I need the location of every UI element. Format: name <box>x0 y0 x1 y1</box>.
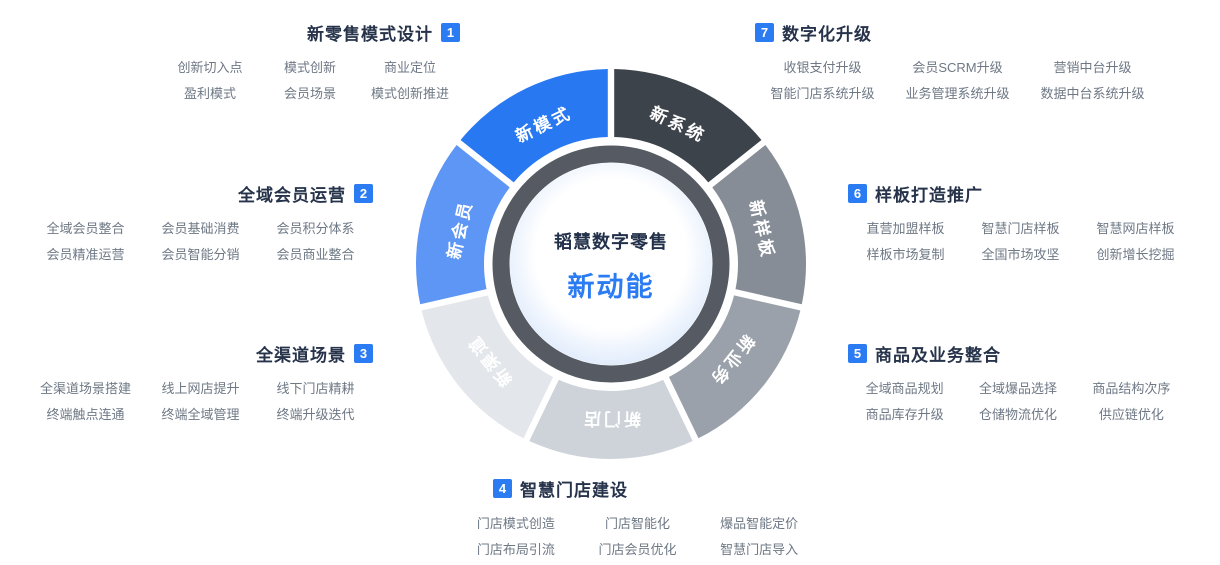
section-item: 模式创新推进 <box>370 86 449 101</box>
section-item: 会员SCRM升级 <box>912 60 1003 75</box>
section-header: 全渠道场景 3 <box>28 343 373 365</box>
center-ring <box>492 145 730 383</box>
section-header: 7 数字化升级 <box>755 22 1160 44</box>
section-number-badge: 2 <box>354 183 373 203</box>
section-item: 门店布局引流 <box>476 542 555 557</box>
section-4-smart-store-construction: 4 智慧门店建设 门店模式创造 门店智能化 爆品智能定价 门店布局引流 门店会员… <box>455 478 820 562</box>
wheel-segment-label: 新门店 <box>581 409 641 429</box>
center-subtitle: 新动能 <box>568 271 655 302</box>
section-item: 终端全域管理 <box>161 407 240 422</box>
section-item: 会员智能分销 <box>161 247 240 262</box>
section-title: 商品及业务整合 <box>875 345 1001 365</box>
center-circle <box>510 163 712 365</box>
section-title: 智慧门店建设 <box>520 480 628 500</box>
section-items: 创新切入点 模式创新 商业定位 盈利模式 会员场景 模式创新推进 <box>160 56 460 106</box>
section-item: 线下门店精耕 <box>276 381 355 396</box>
section-item: 全域爆品选择 <box>978 381 1057 396</box>
section-1-new-retail-model-design: 新零售模式设计 1 创新切入点 模式创新 商业定位 盈利模式 会员场景 模式创新… <box>160 22 460 106</box>
section-2-member-operation: 全域会员运营 2 全域会员整合 会员基础消费 会员积分体系 会员精准运营 会员智… <box>28 183 373 267</box>
section-item: 直营加盟样板 <box>866 221 945 236</box>
section-number-badge: 3 <box>354 343 373 363</box>
section-number-badge: 7 <box>755 22 774 42</box>
section-items: 全域会员整合 会员基础消费 会员积分体系 会员精准运营 会员智能分销 会员商业整… <box>28 217 373 267</box>
section-number-badge: 1 <box>441 22 460 42</box>
section-6-template-promotion: 6 样板打造推广 直营加盟样板 智慧门店样板 智慧网店样板 样板市场复制 全国市… <box>848 183 1193 267</box>
section-item: 全国市场攻坚 <box>981 247 1060 262</box>
wheel-segment <box>529 379 693 459</box>
section-title: 数字化升级 <box>782 24 872 44</box>
section-3-omni-channel-scene: 全渠道场景 3 全渠道场景搭建 线上网店提升 线下门店精耕 终端触点连通 终端全… <box>28 343 373 427</box>
section-item: 智慧网店样板 <box>1096 221 1175 236</box>
section-items: 全渠道场景搭建 线上网店提升 线下门店精耕 终端触点连通 终端全域管理 终端升级… <box>28 377 373 427</box>
section-item: 创新增长挖掘 <box>1096 247 1175 262</box>
section-item: 会员场景 <box>283 86 336 101</box>
section-item: 数据中台系统升级 <box>1040 86 1145 101</box>
section-item: 收银支付升级 <box>783 60 862 75</box>
section-item: 终端升级迭代 <box>276 407 355 422</box>
section-item: 盈利模式 <box>183 86 236 101</box>
section-item: 商业定位 <box>383 60 436 75</box>
section-item: 会员精准运营 <box>46 247 125 262</box>
section-item: 智能门店系统升级 <box>770 86 875 101</box>
section-header: 6 样板打造推广 <box>848 183 1193 205</box>
section-header: 4 智慧门店建设 <box>493 478 820 500</box>
wheel-segment <box>614 69 762 183</box>
wheel-segment <box>421 295 554 439</box>
section-items: 门店模式创造 门店智能化 爆品智能定价 门店布局引流 门店会员优化 智慧门店导入 <box>455 512 820 562</box>
section-item: 线上网店提升 <box>161 381 240 396</box>
section-title: 样板打造推广 <box>875 185 983 205</box>
section-items: 收银支付升级 会员SCRM升级 营销中台升级 智能门店系统升级 业务管理系统升级… <box>755 56 1160 106</box>
wheel-segment <box>668 295 801 439</box>
center-title: 韬慧数字零售 <box>554 231 668 252</box>
section-item: 会员积分体系 <box>276 221 355 236</box>
section-item: 爆品智能定价 <box>720 516 799 531</box>
section-item: 商品结构次序 <box>1092 381 1171 396</box>
section-item: 全渠道场景搭建 <box>39 381 131 396</box>
section-7-digital-upgrade: 7 数字化升级 收银支付升级 会员SCRM升级 营销中台升级 智能门店系统升级 … <box>755 22 1160 106</box>
section-5-product-business-integration: 5 商品及业务整合 全域商品规划 全域爆品选择 商品结构次序 商品库存升级 仓储… <box>848 343 1188 427</box>
wheel-segment <box>712 144 806 305</box>
section-item: 门店会员优化 <box>598 542 677 557</box>
section-header: 新零售模式设计 1 <box>160 22 460 44</box>
section-items: 全域商品规划 全域爆品选择 商品结构次序 商品库存升级 仓储物流优化 供应链优化 <box>848 377 1188 427</box>
section-item: 智慧门店导入 <box>720 542 799 557</box>
wheel-segment <box>460 69 608 183</box>
section-item: 商品库存升级 <box>865 407 944 422</box>
section-item: 业务管理系统升级 <box>905 86 1010 101</box>
section-header: 全域会员运营 2 <box>28 183 373 205</box>
section-item: 仓储物流优化 <box>978 407 1057 422</box>
section-item: 智慧门店样板 <box>981 221 1060 236</box>
section-item: 全域商品规划 <box>865 381 944 396</box>
wheel: 新模式新会员新渠道新门店新业务新样板新系统 韬慧数字零售 新动能 <box>411 64 811 464</box>
section-item: 终端触点连通 <box>46 407 125 422</box>
section-item: 门店模式创造 <box>476 516 555 531</box>
section-item: 全域会员整合 <box>46 221 125 236</box>
section-item: 会员基础消费 <box>161 221 240 236</box>
wheel-segment <box>416 144 510 305</box>
section-items: 直营加盟样板 智慧门店样板 智慧网店样板 样板市场复制 全国市场攻坚 创新增长挖… <box>848 217 1193 267</box>
section-item: 模式创新 <box>283 60 336 75</box>
section-item: 会员商业整合 <box>276 247 355 262</box>
section-item: 门店智能化 <box>604 516 670 531</box>
section-header: 5 商品及业务整合 <box>848 343 1188 365</box>
section-number-badge: 6 <box>848 183 867 203</box>
section-item: 营销中台升级 <box>1053 60 1132 75</box>
section-title: 全渠道场景 <box>256 345 346 365</box>
section-number-badge: 4 <box>493 478 512 498</box>
section-number-badge: 5 <box>848 343 867 363</box>
section-title: 全域会员运营 <box>238 185 346 205</box>
section-item: 供应链优化 <box>1098 407 1164 422</box>
section-item: 样板市场复制 <box>866 247 945 262</box>
section-item: 创新切入点 <box>177 60 243 75</box>
section-title: 新零售模式设计 <box>307 24 433 44</box>
